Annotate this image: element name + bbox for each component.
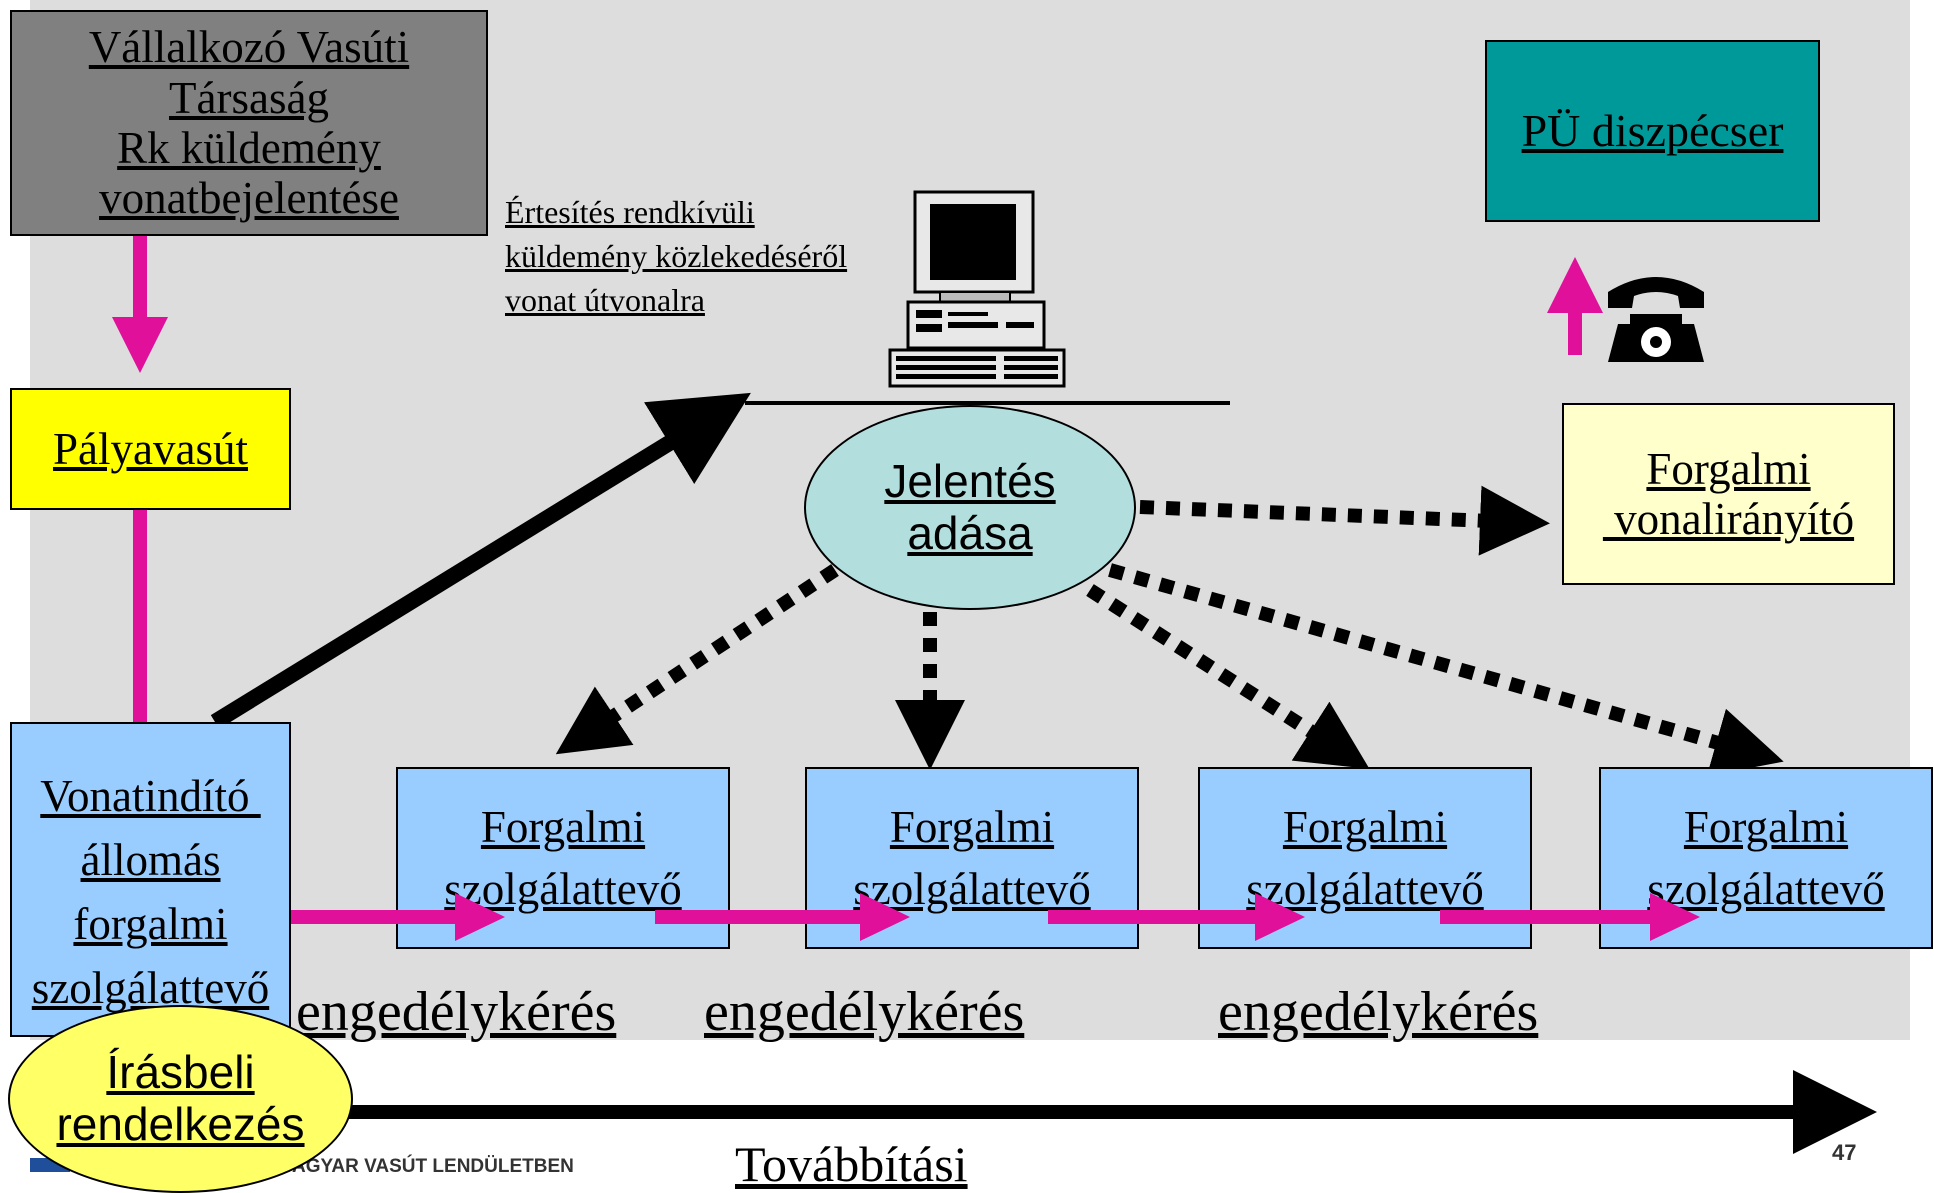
origin-station-line: állomás <box>80 835 221 885</box>
line-controller-line: vonalirányító <box>1602 494 1855 544</box>
infrastructure-label: Pályavasút <box>53 423 248 474</box>
written-order-ellipse: Írásbeli rendelkezés <box>8 1005 353 1193</box>
report-to-station-4-arrow <box>1108 563 1784 777</box>
footer-brand: AGYAR VASÚT LENDÜLETBEN <box>292 1156 574 1177</box>
dispatcher-label: PÜ diszpécser <box>1521 105 1784 157</box>
station-line: Forgalmi <box>1683 802 1849 852</box>
station-line: szolgálattevő <box>444 864 682 914</box>
dispatcher-box: PÜ diszpécser <box>1485 40 1820 222</box>
station-to-network-arrow <box>210 392 751 729</box>
origin-station-line: forgalmi <box>73 899 228 949</box>
permission-label: engedélykérés <box>704 981 1025 1043</box>
page-number: 47 <box>1832 1140 1857 1165</box>
report-to-station-3-arrow <box>1086 584 1370 769</box>
telephone-icon <box>1608 277 1704 362</box>
line-controller-box: Forgalmi vonalirányító <box>1562 403 1895 585</box>
railway-company-line: Rk küldemény <box>117 123 381 173</box>
railway-company-box: Vállalkozó Vasúti Társaság Rk küldemény … <box>10 10 488 236</box>
notification-line: küldemény közlekedéséről <box>505 238 848 274</box>
permission-arrowhead <box>1650 893 1700 941</box>
origin-station-line: szolgálattevő <box>31 963 270 1013</box>
station-line: szolgálattevő <box>1246 864 1484 914</box>
origin-station-box: Vonatindító állomás forgalmi szolgálatte… <box>10 722 291 1037</box>
station-line: Forgalmi <box>1282 802 1448 852</box>
origin-station-line: Vonatindító <box>40 771 261 821</box>
notification-text: Értesítés rendkívüli küldemény közlekedé… <box>505 190 847 322</box>
permission-arrowhead <box>1255 893 1305 941</box>
station-line: szolgálattevő <box>853 864 1091 914</box>
railway-company-line: Társaság <box>169 72 329 123</box>
infrastructure-box: Pályavasút <box>10 388 291 510</box>
written-order-line: Írásbeli <box>106 1046 255 1099</box>
permission-arrowhead <box>455 893 505 941</box>
line-controller-line: Forgalmi <box>1646 443 1811 494</box>
written-order-line: rendelkezés <box>56 1098 305 1150</box>
station-line: Forgalmi <box>480 802 646 852</box>
railway-company-line: vonatbejelentése <box>99 173 399 224</box>
report-ellipse: Jelentés adása <box>804 405 1136 610</box>
report-to-line-controller-arrow <box>1139 485 1550 556</box>
permission-label: engedélykérés <box>296 981 617 1043</box>
station-line: Forgalmi <box>889 802 1055 852</box>
report-line: Jelentés <box>884 454 1056 507</box>
permission-label: engedélykérés <box>1218 981 1539 1043</box>
notification-line: Értesítés rendkívüli <box>505 194 755 230</box>
forwarding-label: Továbbítási <box>735 1136 968 1192</box>
station-line: szolgálattevő <box>1647 864 1885 914</box>
permission-arrowhead <box>860 893 910 941</box>
railway-company-line: Vállalkozó Vasúti <box>88 22 410 73</box>
computer-icon <box>888 190 1066 388</box>
report-line: adása <box>907 506 1033 559</box>
notification-line: vonat útvonalra <box>505 282 705 318</box>
